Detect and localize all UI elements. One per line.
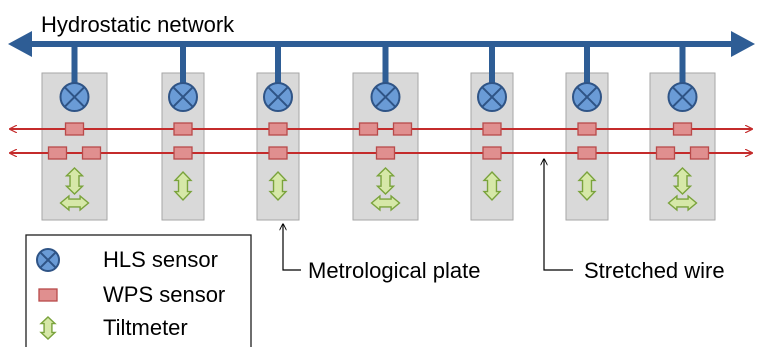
hls-cross-b xyxy=(172,86,194,108)
hls-cross-b xyxy=(267,86,289,108)
hls-connections xyxy=(71,44,686,86)
wps-sensor-icon xyxy=(268,122,288,136)
wps-sensor-icon xyxy=(577,122,597,136)
hls-sensor-icon xyxy=(168,82,198,112)
stretched-wire-leader xyxy=(544,159,573,271)
plate-2-sensors xyxy=(168,82,198,202)
wps-sensor-icon xyxy=(358,122,379,136)
wps-sensor-icon xyxy=(672,122,693,136)
wps-sensor-icon xyxy=(81,146,102,160)
tiltmeter-icon xyxy=(64,167,85,195)
tiltmeter-horizontal-icon xyxy=(370,194,401,212)
metrological-plate-label: Metrological plate xyxy=(308,258,480,283)
legend-item: HLS sensor xyxy=(36,247,218,272)
plate-1-sensors xyxy=(47,82,102,212)
wps-sensor-icon xyxy=(38,288,58,302)
wps-sensor-icon xyxy=(47,146,68,160)
plate-4-sensors xyxy=(358,82,413,212)
wps-sensor-icon xyxy=(482,122,502,136)
wps-sensor-icon xyxy=(375,146,396,160)
metrological-plate-leader xyxy=(283,224,301,271)
tiltmeter-icon xyxy=(375,167,396,195)
tiltmeter-icon xyxy=(482,170,502,202)
wps-sensor-icon xyxy=(577,146,597,160)
tiltmeter-icon xyxy=(39,316,57,340)
hydrostatic-network-arrowhead-left xyxy=(8,31,32,57)
legend-box xyxy=(25,234,252,347)
network-title: Hydrostatic network xyxy=(41,12,235,37)
wps-sensor-icon xyxy=(482,146,502,160)
legend-label: WPS sensor xyxy=(103,282,225,307)
wps-sensor-icon xyxy=(655,146,676,160)
hls-sensor-icon xyxy=(477,82,507,112)
hls-sensor-icon xyxy=(667,82,698,112)
hls-sensor-icon xyxy=(263,82,293,112)
hls-sensor-icon xyxy=(572,82,602,112)
wps-sensor-icon xyxy=(689,146,710,160)
tiltmeter-horizontal-icon xyxy=(59,194,90,212)
plate-7-sensors xyxy=(655,82,710,212)
wps-sensor-icon xyxy=(173,146,193,160)
tiltmeter-icon xyxy=(672,167,693,195)
tiltmeter-icon xyxy=(577,170,597,202)
hydrostatic-network-arrowhead-right xyxy=(731,31,755,57)
hls-sensor-icon xyxy=(370,82,401,112)
plate-3-sensors xyxy=(263,82,293,202)
annotation-metrological-plate: Metrological plate xyxy=(283,224,480,283)
hls-cross-b xyxy=(576,86,598,108)
wps-sensor-icon xyxy=(173,122,193,136)
wps-sensor-icon xyxy=(64,122,85,136)
plate-sensors xyxy=(47,82,710,212)
hydrostatic-network xyxy=(8,31,755,57)
plate-5-sensors xyxy=(477,82,507,202)
hls-cross-b xyxy=(672,86,693,108)
wps-sensor-icon xyxy=(268,146,288,160)
tiltmeter-horizontal-icon xyxy=(667,194,698,212)
hls-cross-b xyxy=(64,86,85,108)
hls-cross-b xyxy=(375,86,396,108)
hls-cross-b xyxy=(39,251,57,269)
hls-sensor-icon xyxy=(36,248,60,272)
stretched-wire-label: Stretched wire xyxy=(584,258,725,283)
tiltmeter-icon xyxy=(173,170,193,202)
annotation-stretched-wire: Stretched wire xyxy=(544,159,725,283)
plate-6-sensors xyxy=(572,82,602,202)
legend-item: Tiltmeter xyxy=(39,315,188,340)
hls-sensor-icon xyxy=(59,82,90,112)
wps-sensor-icon xyxy=(392,122,413,136)
legend-item: WPS sensor xyxy=(38,282,225,307)
legend-label: Tiltmeter xyxy=(103,315,188,340)
tiltmeter-icon xyxy=(268,170,288,202)
legend-label: HLS sensor xyxy=(103,247,218,272)
hls-cross-b xyxy=(481,86,503,108)
